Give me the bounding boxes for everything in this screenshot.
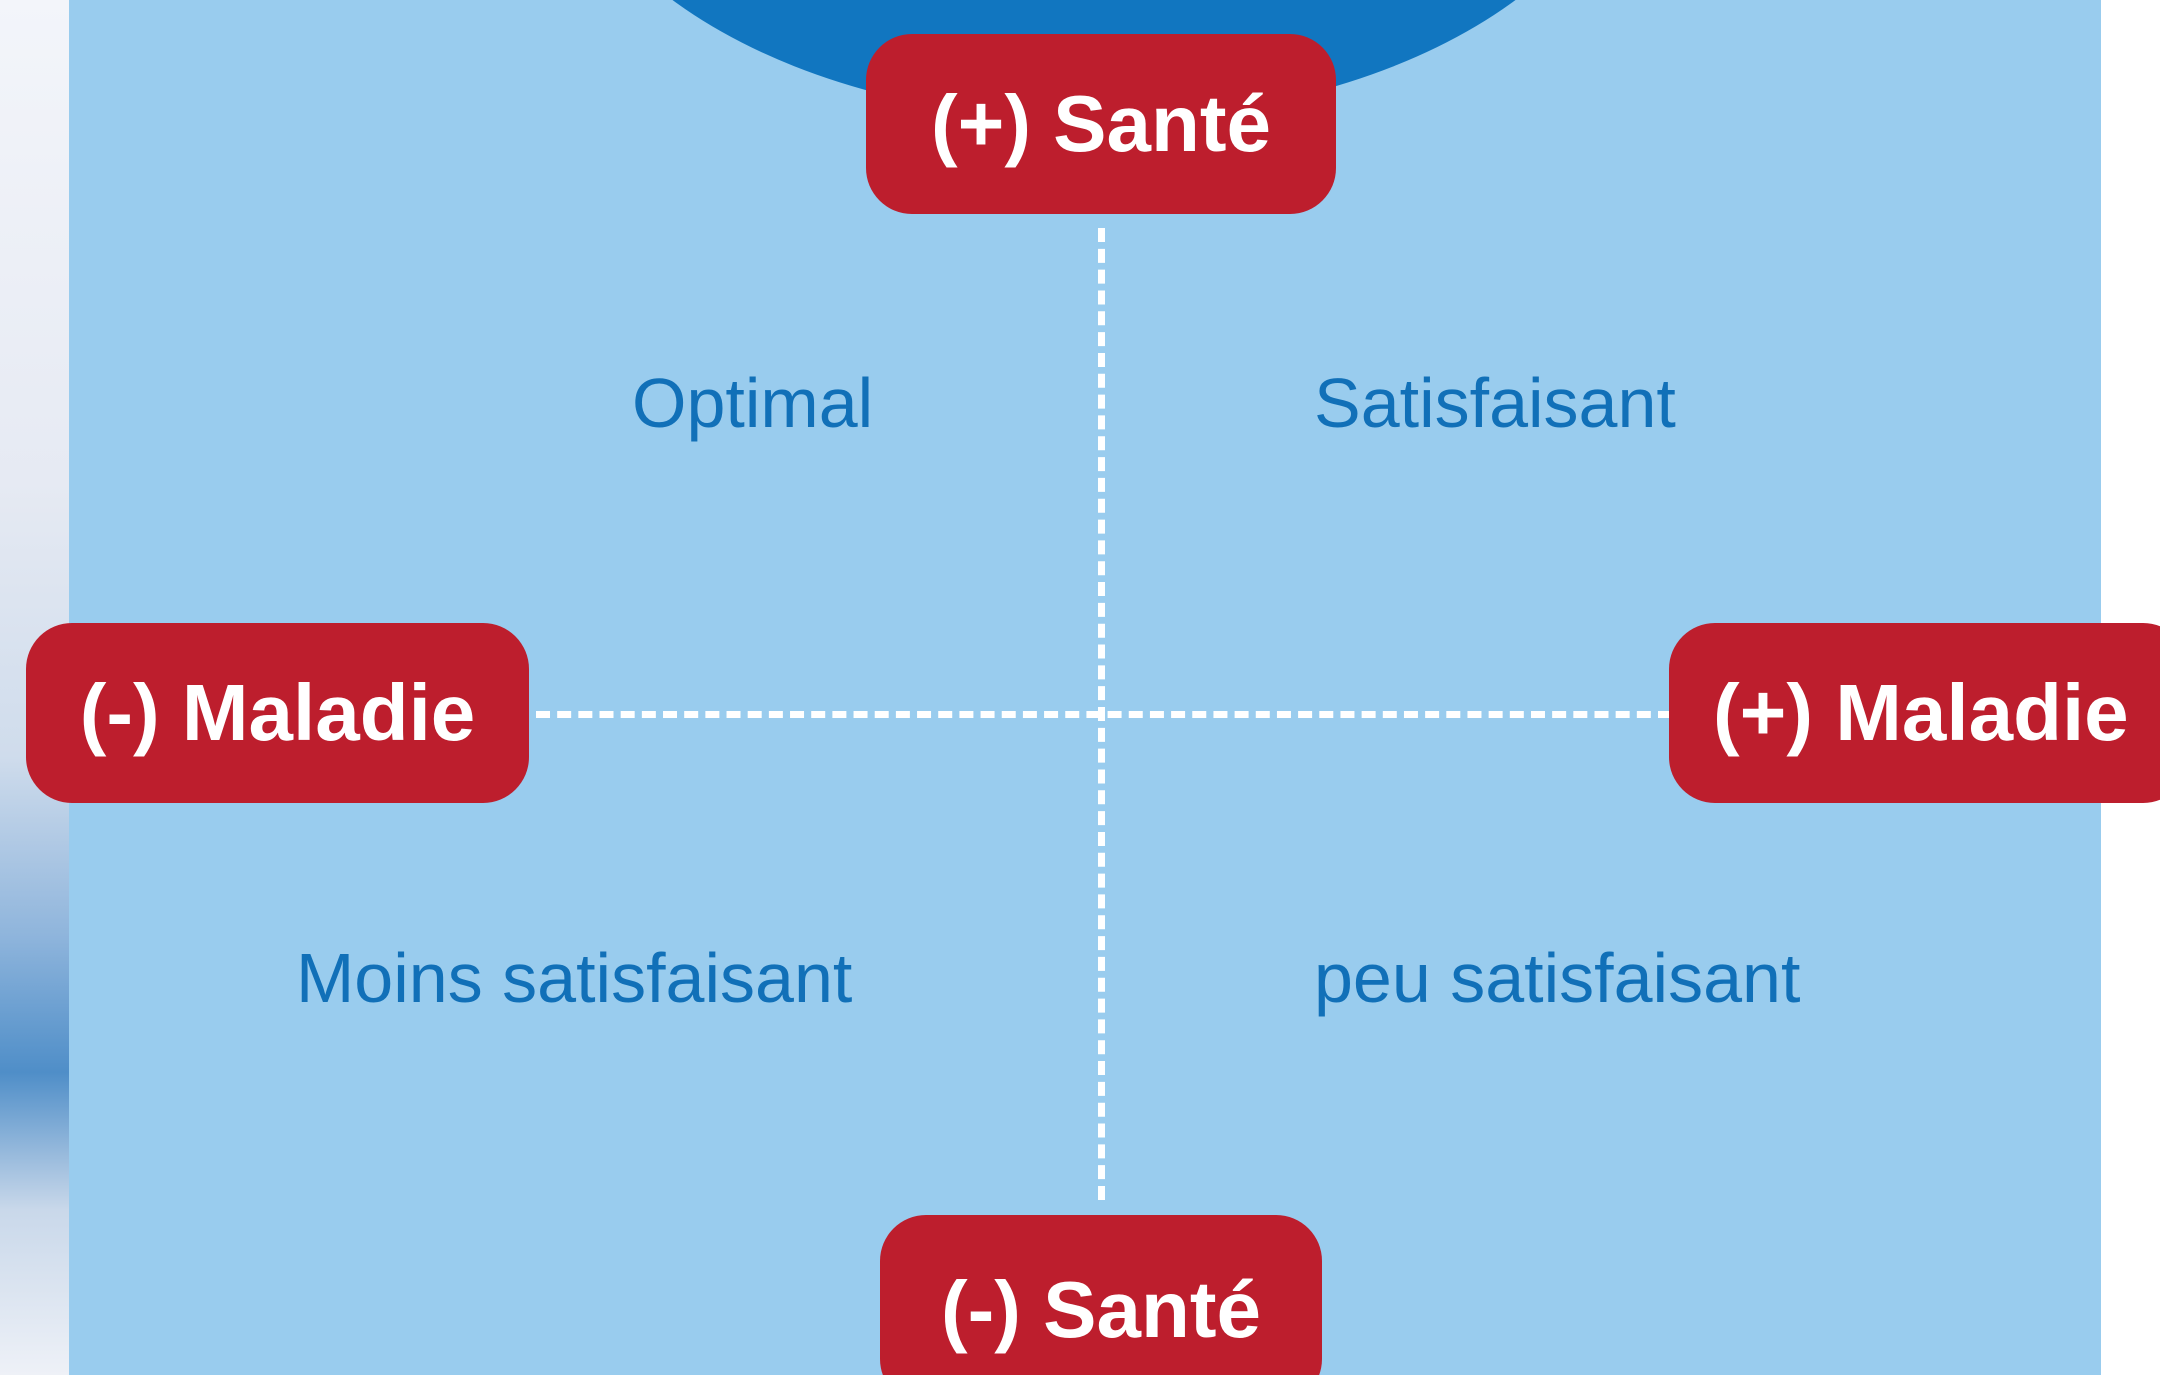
quadrant-moins-satisfaisant-label: Moins satisfaisant bbox=[296, 939, 853, 1017]
quadrant-optimal-label: Optimal bbox=[632, 364, 874, 442]
pole-sante-minus: (-) Santé bbox=[880, 1215, 1322, 1375]
pole-maladie-minus: (-) Maladie bbox=[26, 623, 529, 803]
pole-sante-plus: (+) Santé bbox=[866, 34, 1336, 214]
pole-maladie-plus: (+) Maladie bbox=[1669, 623, 2160, 803]
maladie-axis-line bbox=[536, 711, 1672, 718]
quadrant-satisfaisant-label: Satisfaisant bbox=[1314, 364, 1676, 442]
quadrant-peu-satisfaisant-label: peu satisfaisant bbox=[1314, 939, 1801, 1017]
